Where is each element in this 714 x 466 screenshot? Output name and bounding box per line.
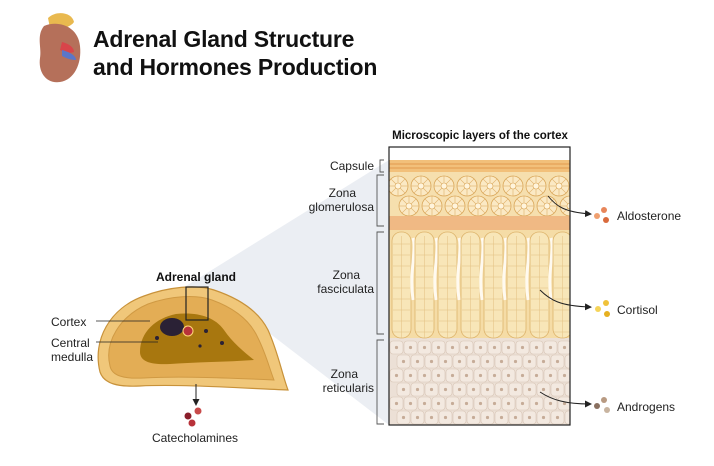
- zona-glomerulosa-line-2: glomerulosa: [308, 200, 374, 214]
- glomerulosa-cells: [389, 175, 570, 217]
- androgen-dots: [594, 397, 610, 413]
- title-line-1: Adrenal Gland Structure: [93, 26, 355, 52]
- glomerulosa-cell-cluster: [490, 195, 512, 217]
- aldosterone-dots: [594, 207, 609, 223]
- zona-fasciculata-line-1: Zona: [332, 268, 360, 282]
- adrenal-gland-label: Adrenal gland: [155, 270, 236, 284]
- androgens-label: Androgens: [617, 400, 676, 414]
- zona-fasciculata-line-2: fasciculata: [317, 282, 374, 296]
- page-title: Adrenal Gland Structure and Hormones Pro…: [93, 25, 377, 81]
- zona-reticularis-line-1: Zona: [330, 367, 358, 381]
- glomerulosa-cell-cluster: [398, 195, 420, 217]
- sinusoid: [433, 237, 439, 301]
- sinusoid: [502, 237, 508, 301]
- layer-brackets: [376, 159, 384, 425]
- sinusoid: [479, 237, 485, 301]
- fasciculata-column: [437, 231, 458, 339]
- glomerulosa-cell-cluster: [433, 175, 455, 197]
- fasciculata-column: [506, 231, 527, 339]
- catecholamines-label: Catecholamines: [151, 431, 239, 445]
- fasciculata-columns: [391, 231, 570, 339]
- glomerulosa-cell-cluster: [421, 195, 443, 217]
- zona-glomerulosa-label: Zona glomerulosa: [284, 186, 374, 214]
- cortisol-dots: [595, 300, 610, 317]
- fasciculata-column: [483, 231, 504, 339]
- cortex-label: Cortex: [51, 315, 87, 329]
- glomerulosa-cell-cluster: [525, 175, 547, 197]
- capsule-label: Capsule: [329, 159, 374, 173]
- glomerulosa-cell-cluster: [536, 195, 558, 217]
- cortisol-label: Cortisol: [617, 303, 658, 317]
- reticularis-cell: [564, 382, 570, 397]
- sinusoid: [525, 237, 531, 301]
- fasciculata-column: [529, 231, 550, 339]
- catecholamine-dots: [184, 407, 202, 427]
- zona-glomerulosa-line-1: Zona: [328, 186, 356, 200]
- glomerulosa-cell-cluster: [389, 175, 409, 197]
- sinusoid: [456, 237, 462, 301]
- adrenal-gland-cross-section: [97, 286, 289, 391]
- cortex-layers-panel: [389, 160, 570, 425]
- central-medulla-label: Central medulla: [51, 336, 93, 364]
- glomerulosa-cell-cluster: [444, 195, 466, 217]
- reticularis-cells: [389, 340, 570, 425]
- fasciculata-column: [552, 231, 570, 339]
- kidney-adrenal-icon: [39, 13, 81, 83]
- glomerulosa-cell-cluster: [513, 195, 535, 217]
- central-medulla-label-line-2: medulla: [51, 350, 94, 364]
- glomerulosa-cell-cluster: [456, 175, 478, 197]
- zona-reticularis-label: Zona reticularis: [284, 367, 374, 395]
- aldosterone-label: Aldosterone: [617, 209, 682, 223]
- fasciculata-column: [414, 231, 435, 339]
- sinusoid: [410, 237, 416, 301]
- glomerulosa-cell-cluster: [559, 195, 570, 217]
- zona-reticularis-line-2: reticularis: [322, 381, 374, 395]
- central-medulla-label-line-1: Central: [51, 336, 90, 350]
- reticularis-cell: [564, 410, 570, 425]
- cortex-panel-heading: Microscopic layers of the cortex: [392, 130, 568, 142]
- glomerulosa-cell-cluster: [479, 175, 501, 197]
- reticularis-cell: [564, 354, 570, 369]
- zoom-projection: [186, 160, 389, 425]
- glomerulosa-cell-cluster: [410, 175, 432, 197]
- glomerulosa-cell-cluster: [548, 175, 570, 197]
- fasciculata-column: [460, 231, 481, 339]
- fasciculata-column: [391, 231, 412, 339]
- sinusoid: [548, 237, 554, 301]
- title-line-2: and Hormones Production: [93, 54, 378, 80]
- glomerulosa-cell-cluster: [502, 175, 524, 197]
- panel-frame: [388, 146, 571, 426]
- zona-fasciculata-label: Zona fasciculata: [284, 268, 374, 296]
- glomerulosa-cell-cluster: [467, 195, 489, 217]
- zoom-box: [185, 286, 209, 321]
